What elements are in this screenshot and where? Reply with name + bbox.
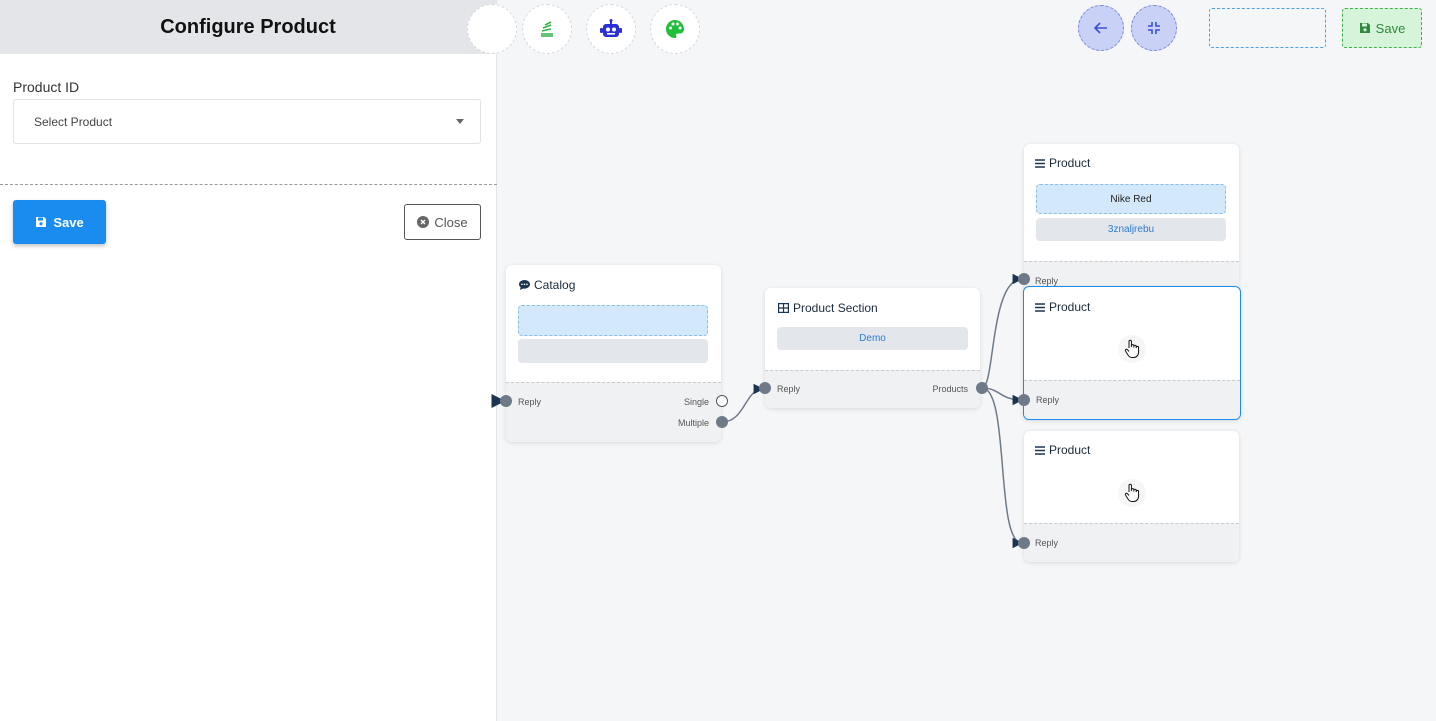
canvas-save-label: Save	[1375, 20, 1406, 36]
floppy-disk-icon	[36, 217, 47, 227]
catalog-multiple-handle[interactable]	[716, 416, 728, 428]
node-product-3-footer: Reply	[1024, 523, 1239, 562]
product-section-chip[interactable]: Demo	[777, 327, 968, 350]
product-id-label: Product ID	[13, 79, 80, 95]
table-icon	[778, 303, 789, 313]
toolbar-placeholder-box[interactable]	[1209, 8, 1326, 48]
edge-section-to-product-3	[981, 387, 1024, 549]
product-select[interactable]: Select Product	[13, 99, 481, 144]
node-product-2-footer: Reply	[1024, 380, 1240, 419]
product-2-reply-label: Reply	[1036, 395, 1060, 405]
product-1-chip-primary[interactable]: Nike Red	[1036, 184, 1226, 214]
product-3-reply-handle[interactable]	[1018, 537, 1030, 549]
edge-section-to-product-2	[981, 387, 1024, 406]
node-product-3-title: Product	[1035, 443, 1090, 457]
product-section-products-label: Products	[932, 384, 968, 394]
product-section-products-handle[interactable]	[976, 382, 988, 394]
close-button-label: Close	[434, 214, 468, 230]
save-button-label: Save	[53, 214, 84, 230]
catalog-chip-secondary[interactable]	[518, 339, 708, 363]
node-catalog-title: Catalog	[519, 278, 575, 292]
palette-icon	[666, 20, 684, 38]
close-circle-icon	[417, 216, 430, 228]
comment-icon	[519, 280, 530, 290]
compress-icon	[1148, 22, 1160, 34]
node-product-section[interactable]: Product Section Demo Reply Products	[765, 288, 980, 408]
node-product-3[interactable]: Product Reply	[1024, 431, 1239, 562]
hand-pointer-icon	[1124, 339, 1140, 358]
menu-icon	[1035, 158, 1045, 168]
tool-stack-button[interactable]	[522, 4, 572, 54]
save-button[interactable]: Save	[13, 200, 106, 244]
close-button[interactable]: Close	[404, 204, 481, 240]
node-product-section-footer: Reply Products	[765, 370, 980, 408]
hand-pointer-icon	[1124, 483, 1140, 502]
stack-icon	[541, 21, 553, 37]
panel-title: Configure Product	[160, 15, 336, 38]
drag-hand-icon[interactable]	[1118, 335, 1146, 363]
catalog-multiple-label: Multiple	[677, 418, 709, 428]
floppy-disk-icon	[1359, 23, 1370, 33]
edge-section-to-product-1	[981, 273, 1024, 389]
panel-header: Configure Product	[0, 0, 496, 54]
node-product-section-title: Product Section	[778, 301, 878, 315]
catalog-chip-primary[interactable]	[518, 305, 708, 336]
edge-catalog-multiple-to-section	[721, 383, 765, 423]
tool-button-partial[interactable]	[467, 4, 517, 54]
catalog-reply-label: Reply	[518, 397, 542, 407]
node-product-2-title: Product	[1035, 300, 1090, 314]
fit-view-button[interactable]	[1131, 5, 1177, 51]
drag-hand-icon[interactable]	[1118, 479, 1146, 507]
configure-product-panel: Configure Product Product ID Select Prod…	[0, 0, 497, 721]
menu-icon	[1035, 445, 1045, 455]
node-catalog-footer: Reply Single Multiple	[506, 382, 721, 442]
product-1-reply-handle[interactable]	[1018, 273, 1030, 285]
catalog-reply-handle[interactable]	[500, 395, 512, 407]
panel-divider	[0, 184, 497, 185]
menu-icon	[1035, 302, 1045, 312]
node-product-2[interactable]: Product Reply	[1023, 286, 1241, 420]
product-1-reply-label: Reply	[1035, 276, 1059, 286]
product-section-reply-label: Reply	[777, 384, 801, 394]
node-catalog[interactable]: Catalog Reply Single Multiple	[506, 265, 721, 442]
node-product-1[interactable]: Product Nike Red 3znaljrebu Reply	[1024, 144, 1239, 289]
product-select-placeholder: Select Product	[34, 114, 113, 129]
product-2-reply-handle[interactable]	[1018, 394, 1030, 406]
back-button[interactable]	[1078, 5, 1124, 51]
arrow-left-icon	[1094, 22, 1107, 34]
node-product-1-title: Product	[1035, 156, 1090, 170]
canvas-save-button[interactable]: Save	[1342, 8, 1422, 48]
tool-palette-button[interactable]	[650, 4, 700, 54]
tool-robot-button[interactable]	[586, 4, 636, 54]
product-1-chip-secondary[interactable]: 3znaljrebu	[1036, 218, 1226, 241]
catalog-single-label: Single	[683, 397, 709, 407]
product-3-reply-label: Reply	[1035, 538, 1059, 548]
robot-icon	[600, 19, 622, 37]
product-section-reply-handle[interactable]	[759, 382, 771, 394]
caret-down-icon	[456, 119, 464, 124]
catalog-single-handle[interactable]	[716, 395, 728, 407]
node-product-1-footer: Reply	[1024, 261, 1239, 289]
